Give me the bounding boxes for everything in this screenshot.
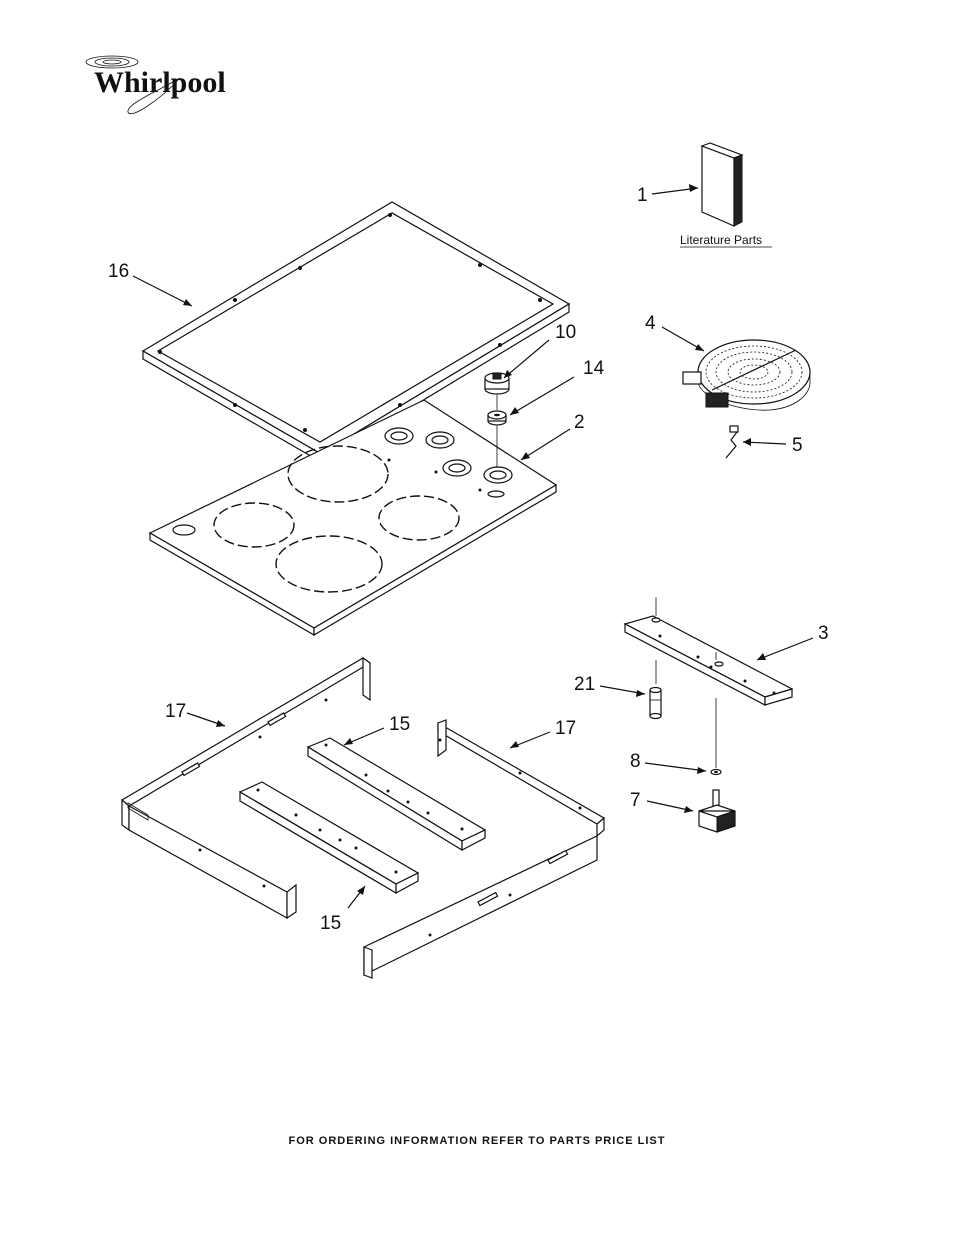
callout-3: 3 <box>818 623 829 644</box>
callout-17-left: 17 <box>165 701 186 722</box>
callout-5: 5 <box>792 435 803 456</box>
spacer-post <box>649 686 662 720</box>
callout-1: 1 <box>637 185 648 206</box>
brand-name: Whirlpool <box>94 66 226 99</box>
limiter-switch <box>725 425 739 459</box>
control-knob <box>484 372 510 395</box>
cooktop-glass <box>148 399 558 637</box>
callout-21: 21 <box>574 674 595 695</box>
footer-note: FOR ORDERING INFORMATION REFER TO PARTS … <box>289 1135 666 1147</box>
side-rail-left <box>120 656 372 920</box>
callout-7: 7 <box>630 790 641 811</box>
callout-17-right: 17 <box>555 718 576 739</box>
callout-14: 14 <box>583 358 605 379</box>
mounting-bracket <box>623 615 794 706</box>
callout-15-lower: 15 <box>320 913 341 934</box>
literature-label: Literature Parts <box>680 233 762 247</box>
callout-16: 16 <box>108 261 129 282</box>
callout-8: 8 <box>630 751 641 772</box>
callout-4: 4 <box>645 313 656 334</box>
literature-part: Literature Parts <box>680 142 772 248</box>
infinite-switch <box>698 789 736 833</box>
callout-15-upper: 15 <box>389 714 410 735</box>
knob-washer <box>487 410 507 426</box>
callout-10: 10 <box>555 322 576 343</box>
leader-arrows <box>132 184 814 909</box>
support-rail-lower <box>238 781 420 895</box>
whirlpool-logo: Whirlpool <box>85 55 226 115</box>
callout-numbers: 1 16 10 14 4 2 5 3 21 17 15 17 8 7 15 <box>108 185 829 934</box>
side-rail-right <box>363 719 606 979</box>
small-washer <box>710 768 722 776</box>
callout-2: 2 <box>574 412 585 433</box>
support-rail-upper <box>306 737 487 852</box>
radiant-element <box>682 339 811 411</box>
